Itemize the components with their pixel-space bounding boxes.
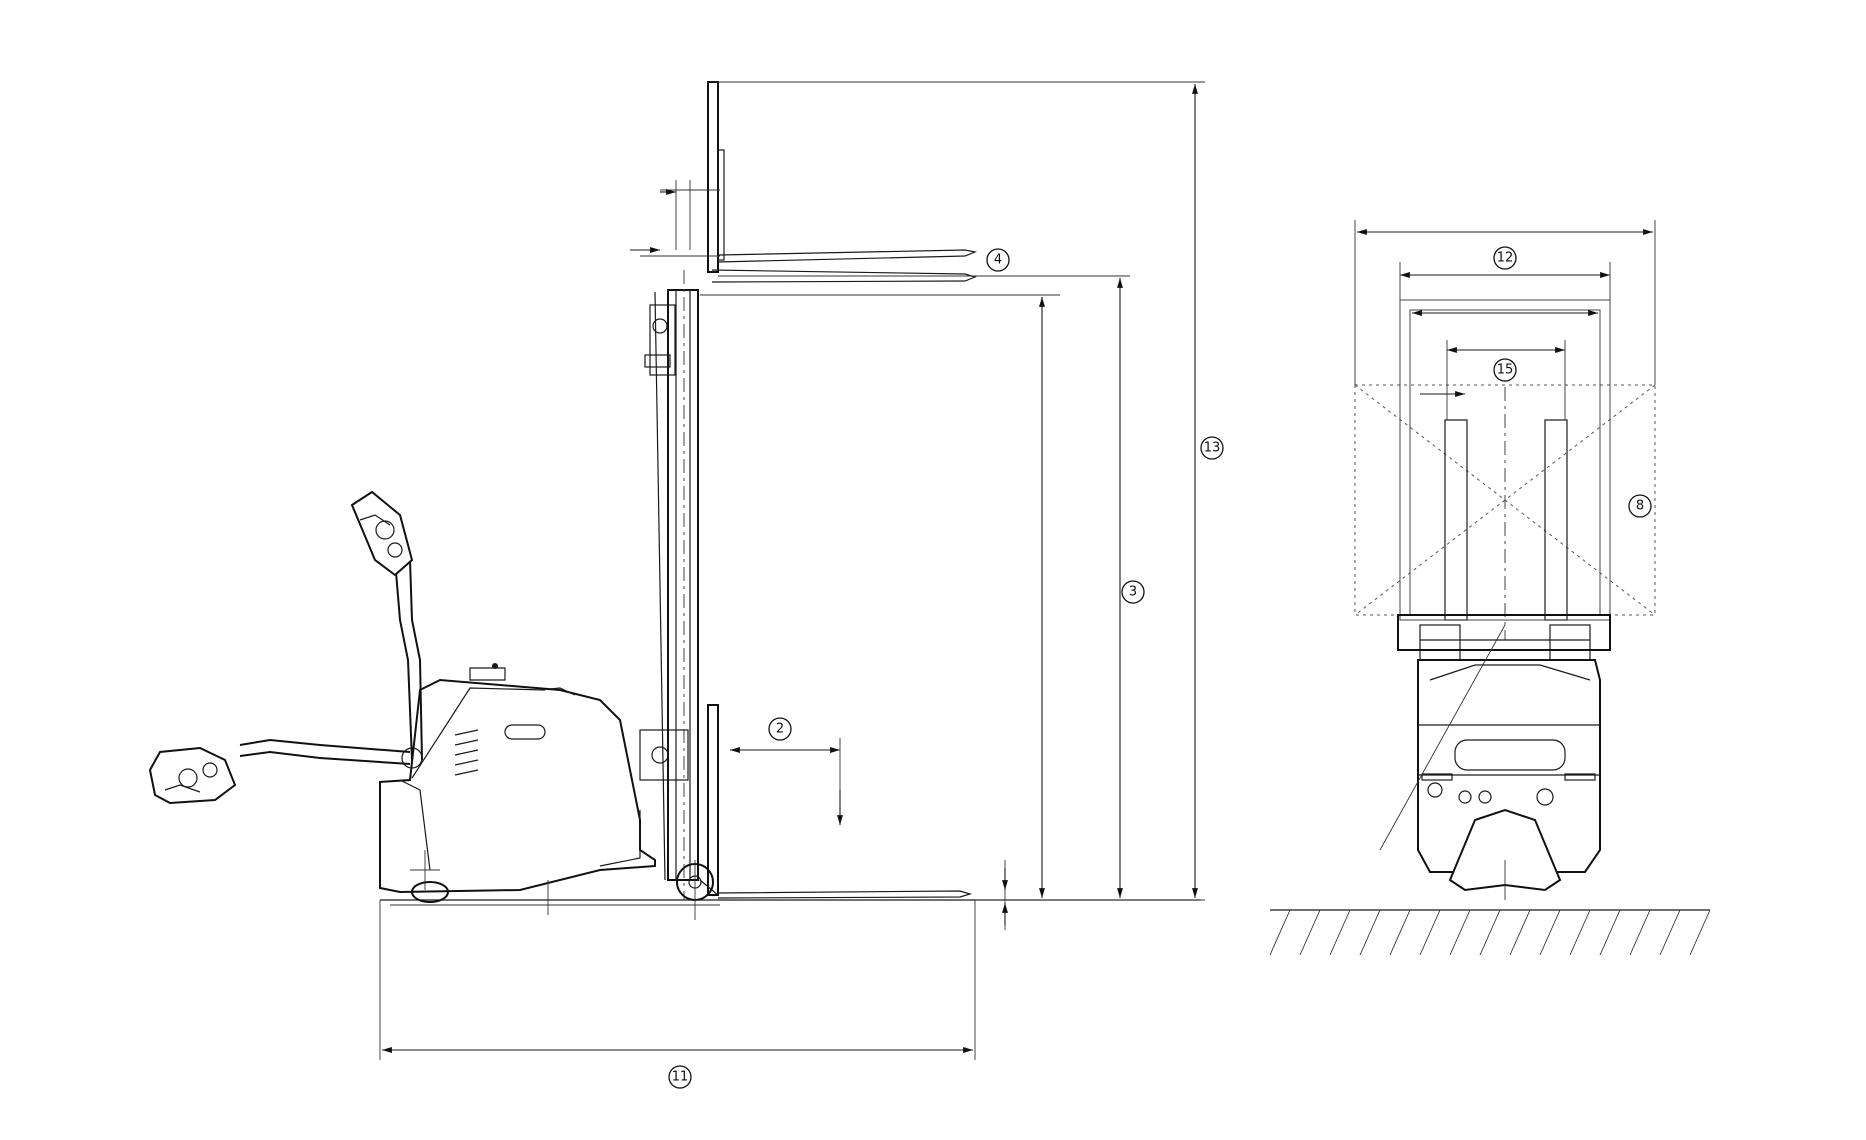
- front-carriage: [1397, 614, 1611, 651]
- drive-wheel: [411, 881, 449, 903]
- callout-13: 13: [1200, 436, 1224, 460]
- side-view: 13 3 4 2 11: [148, 81, 1224, 1089]
- svg-text:13: 13: [1204, 441, 1221, 456]
- truck-body: [379, 663, 689, 915]
- front-fork-left: [1444, 419, 1468, 621]
- mast: [644, 270, 699, 900]
- tiller-upright: [350, 490, 423, 761]
- callout-3: 3: [1121, 580, 1145, 604]
- callout-8: 8: [1628, 494, 1652, 518]
- callout-2: 2: [768, 717, 792, 741]
- front-ground-hatch: [1269, 909, 1711, 956]
- svg-text:2: 2: [776, 722, 784, 737]
- front-body: [1379, 624, 1601, 900]
- svg-text:8: 8: [1636, 499, 1644, 514]
- svg-text:11: 11: [672, 1070, 689, 1085]
- raised-forks: [640, 81, 978, 283]
- svg-text:3: 3: [1129, 585, 1137, 600]
- load-wheel: [676, 860, 714, 920]
- svg-text:12: 12: [1497, 251, 1514, 266]
- callout-11: 11: [668, 1065, 692, 1089]
- svg-text:4: 4: [994, 253, 1002, 268]
- lowered-forks: [699, 704, 973, 899]
- callout-15: 15: [1493, 358, 1517, 382]
- front-view: 12 15 8: [1269, 220, 1711, 956]
- tiller-lowered: [148, 738, 423, 805]
- front-fork-right: [1544, 419, 1568, 621]
- svg-text:15: 15: [1497, 363, 1514, 378]
- callout-4: 4: [986, 248, 1010, 272]
- callout-12: 12: [1493, 246, 1517, 270]
